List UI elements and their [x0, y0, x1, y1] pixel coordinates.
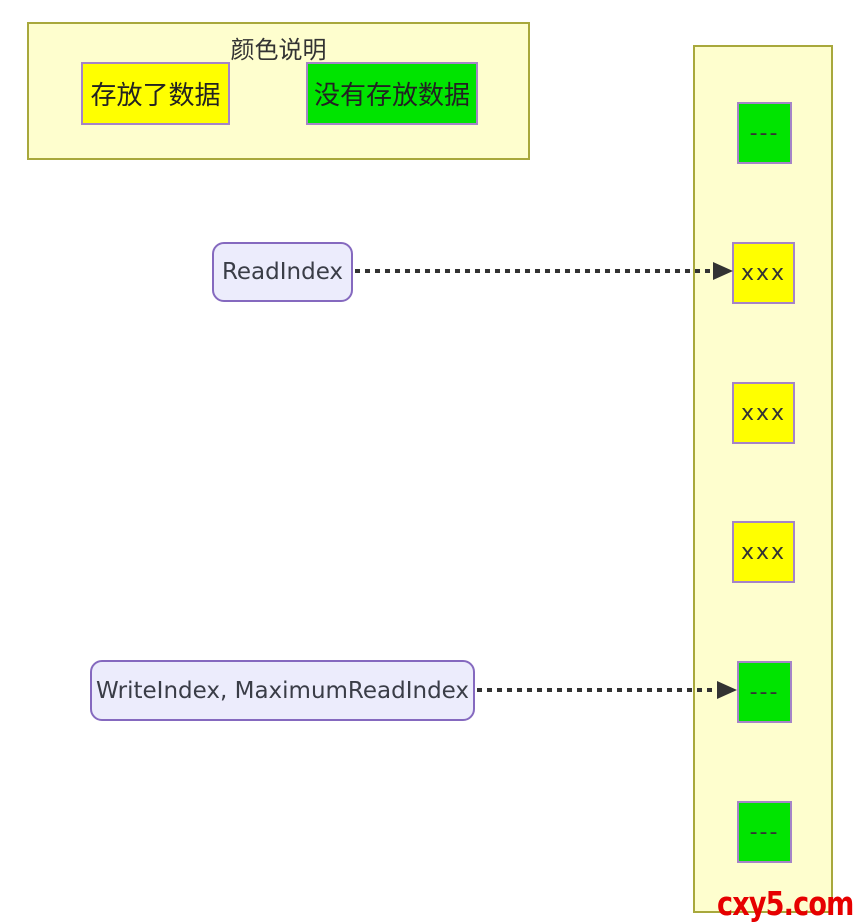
write-index-arrow — [477, 681, 737, 699]
legend-panel: 颜色说明 存放了数据 没有存放数据 — [27, 22, 530, 160]
buffer-cell: --- — [737, 801, 792, 863]
write-index-label: WriteIndex, MaximumReadIndex — [90, 660, 475, 721]
arrowhead-icon — [713, 262, 733, 280]
buffer-cell-text: xxx — [740, 539, 787, 565]
watermark: cxy5.com — [716, 884, 853, 922]
legend-item-empty: 没有存放数据 — [306, 62, 478, 125]
buffer-cell: --- — [737, 102, 792, 164]
legend-title: 颜色说明 — [230, 36, 327, 64]
buffer-cell-text: xxx — [740, 260, 787, 286]
dotted-line — [355, 269, 713, 273]
buffer-cell: --- — [737, 661, 792, 723]
write-index-label-text: WriteIndex, MaximumReadIndex — [95, 677, 470, 704]
buffer-cell-text: --- — [749, 679, 780, 705]
read-index-label-text: ReadIndex — [221, 259, 344, 285]
legend-item-empty-label: 没有存放数据 — [313, 81, 470, 111]
buffer-cell-text: xxx — [740, 400, 787, 426]
legend-item-filled-label: 存放了数据 — [90, 81, 221, 111]
dotted-line — [477, 688, 717, 692]
read-index-label: ReadIndex — [212, 242, 353, 302]
read-index-arrow — [355, 262, 733, 280]
legend-item-filled: 存放了数据 — [81, 62, 230, 125]
buffer-cell: xxx — [732, 242, 795, 304]
arrowhead-icon — [717, 681, 737, 699]
buffer-cell-text: --- — [749, 120, 780, 146]
buffer-cell-text: --- — [749, 819, 780, 845]
buffer-panel: --- xxx xxx xxx --- --- — [693, 45, 833, 913]
buffer-cell: xxx — [732, 521, 795, 583]
buffer-cell: xxx — [732, 382, 795, 444]
